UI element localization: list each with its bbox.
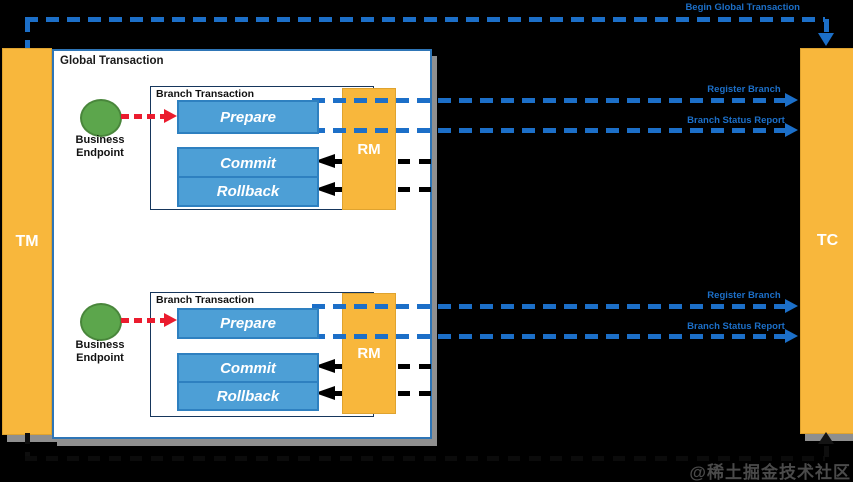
tc-actor-box: TC <box>800 48 853 434</box>
invoke-dashed-line <box>121 114 165 119</box>
prepare-box: Prepare <box>177 308 319 339</box>
business-endpoint-line1: Business <box>75 339 125 351</box>
commit-arrow-icon <box>315 154 335 168</box>
rollback-arrow-icon <box>315 182 335 196</box>
commit-box: Commit <box>177 147 319 179</box>
branch-transaction-title: Branch Transaction <box>156 294 255 306</box>
rm-box: RM <box>342 88 396 210</box>
commit-arrow-icon <box>315 359 335 373</box>
register-branch-arrow-icon <box>785 299 798 313</box>
prepare-label: Prepare <box>220 108 276 126</box>
rollback-dashed-line <box>335 187 800 192</box>
watermark-text: @稀土掘金技术社区 <box>689 463 851 482</box>
business-endpoint-line2: Endpoint <box>76 352 124 364</box>
register-branch-dashed-line <box>312 98 786 103</box>
rollback-box: Rollback <box>177 381 319 411</box>
commit-dashed-line <box>335 159 800 164</box>
commit-box: Commit <box>177 353 319 384</box>
rollback-dashed-line <box>335 391 800 396</box>
business-endpoint-label: Business Endpoint <box>72 134 128 160</box>
commit-label: Commit <box>220 360 276 377</box>
end-flow-line-bottom <box>25 456 825 461</box>
begin-flow-line-top <box>25 17 825 22</box>
branch-status-arrow-icon <box>785 123 798 137</box>
prepare-box: Prepare <box>177 100 319 134</box>
rm-label: RM <box>357 345 381 362</box>
branch-status-report-label: Branch Status Report <box>687 115 785 126</box>
prepare-label: Prepare <box>220 315 276 332</box>
tc-label: TC <box>816 232 839 249</box>
branch-status-report-label: Branch Status Report <box>687 321 785 332</box>
commit-label: Commit <box>220 154 276 172</box>
rollback-arrow-icon <box>315 386 335 400</box>
rm-box: RM <box>342 293 396 414</box>
branch-transaction-title: Branch Transaction <box>156 88 255 100</box>
register-branch-dashed-line <box>312 304 786 309</box>
rollback-label: Rollback <box>216 183 280 200</box>
tm-actor-box: TM <box>2 48 52 435</box>
rollback-box: Rollback <box>177 176 319 207</box>
branch-status-dashed-line <box>312 334 786 339</box>
business-endpoint-line1: Business <box>75 134 125 146</box>
invoke-arrow-icon <box>164 313 177 327</box>
branch-status-dashed-line <box>312 128 786 133</box>
register-branch-label: Register Branch <box>707 84 781 95</box>
begin-global-transaction-label: Begin Global Transaction <box>685 2 800 13</box>
end-flow-line-left <box>25 433 30 459</box>
business-endpoint-line2: Endpoint <box>76 147 124 159</box>
branch-status-arrow-icon <box>785 329 798 343</box>
end-flow-line-right <box>824 446 829 458</box>
register-branch-arrow-icon <box>785 93 798 107</box>
tm-label: TM <box>15 232 39 250</box>
rm-label: RM <box>357 140 381 158</box>
business-endpoint-icon <box>80 99 122 137</box>
begin-flow-arrow-icon <box>818 33 834 46</box>
begin-flow-line-right <box>824 19 829 34</box>
global-transaction-title: Global Transaction <box>60 55 164 67</box>
commit-dashed-line <box>335 364 800 369</box>
register-branch-label: Register Branch <box>707 290 781 301</box>
end-flow-arrow-icon <box>818 432 834 444</box>
business-endpoint-label: Business Endpoint <box>72 339 128 365</box>
begin-flow-line-left <box>25 19 30 48</box>
business-endpoint-icon <box>80 303 122 341</box>
rollback-label: Rollback <box>216 387 280 405</box>
invoke-arrow-icon <box>164 109 177 123</box>
invoke-dashed-line <box>121 318 165 323</box>
